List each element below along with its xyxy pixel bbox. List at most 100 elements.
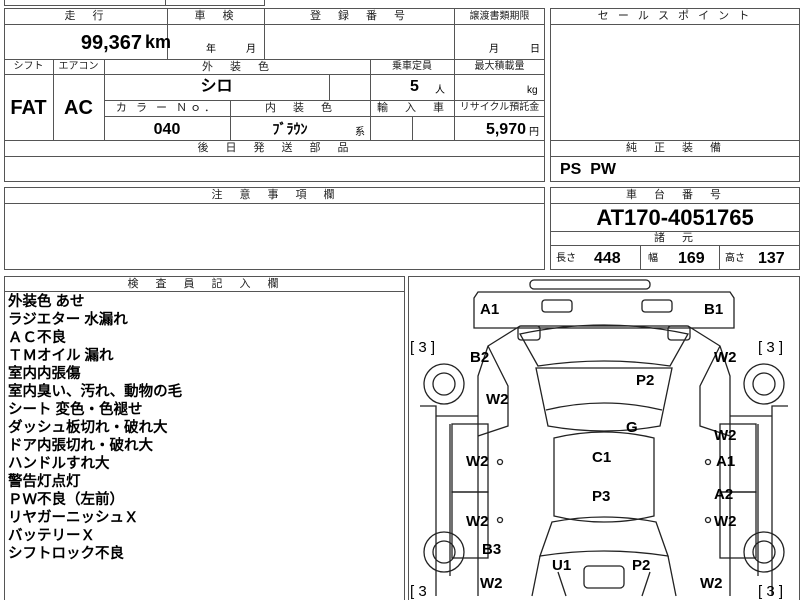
label-w2-bottom-left: W2 (480, 575, 503, 592)
chassis-header: 車 台 番 号 (626, 189, 724, 201)
row-line-3 (4, 74, 545, 75)
note-item: バッテリーＸ (8, 528, 95, 544)
specs-col-1 (640, 245, 641, 270)
label-p2-upper: P2 (636, 372, 655, 389)
label-g: G (626, 419, 638, 436)
sales-point-box (550, 8, 800, 141)
label-w2-left-door: W2 (466, 453, 489, 470)
specs-width-value: 169 (678, 250, 705, 267)
chassis-line-3 (550, 245, 800, 246)
shift-value: FAT (10, 97, 47, 119)
row-line-1 (4, 24, 545, 25)
chassis-value: AT170-4051765 (596, 205, 754, 230)
bracket-right-upper: [ 3 ] (758, 339, 784, 356)
note-item: ドア内張切れ・破れ大 (8, 438, 153, 454)
interior-color-suffix: 系 (355, 127, 365, 138)
label-w2-right-mid: W2 (714, 427, 737, 444)
genuine-equipment-value: PS PW (560, 161, 617, 178)
specs-length-label: 長さ (556, 253, 576, 264)
label-w2-left-rear: W2 (466, 513, 489, 530)
car-outline-diagram (420, 279, 788, 597)
max-load-header: 最大積載量 (474, 61, 525, 72)
import-car-header: 輸 入 車 (377, 102, 447, 114)
mileage-header: 走 行 (64, 10, 107, 22)
label-c1: C1 (592, 449, 612, 466)
row-line-4 (104, 100, 545, 101)
exterior-color-header: 外 装 色 (202, 61, 272, 73)
note-item: ＡＣ不良 (8, 330, 66, 346)
note-item: シフトロック不良 (8, 546, 124, 562)
label-a1-top: A1 (480, 301, 500, 318)
specs-height-value: 137 (758, 250, 785, 267)
note-item: リヤガーニッシュＸ (8, 510, 139, 526)
note-item: 外装色 あせ (8, 294, 85, 310)
note-item: ＴＭオイル 漏れ (8, 348, 114, 364)
specs-length-value: 448 (594, 250, 621, 267)
genuine-equipment-header: 純 正 装 備 (626, 142, 724, 154)
note-item: ラジエター 水漏れ (8, 312, 128, 328)
col-line-color-b (329, 74, 330, 100)
recycle-fee-unit: 円 (529, 127, 539, 138)
later-parts-box (4, 140, 545, 182)
sales-point-header: セ ー ル ス ポ イ ン ト (597, 10, 753, 22)
note-item: 室内臭い、汚れ、動物の毛 (8, 384, 183, 400)
interior-color-value: ﾌﾞﾗｳﾝ (272, 121, 308, 137)
label-w2-upper-right: W2 (714, 349, 737, 366)
caution-header: 注 意 事 項 欄 (211, 189, 338, 201)
note-item: 警告灯点灯 (8, 474, 81, 490)
note-item: ハンドルすれ大 (8, 456, 110, 472)
col-line-registration (454, 8, 455, 60)
registration-header: 登 録 番 号 (310, 10, 408, 22)
mileage-value: 99,367 (80, 32, 142, 54)
col-line-inspection (264, 8, 265, 60)
label-p3: P3 (592, 488, 611, 505)
sales-point-line (550, 24, 800, 25)
note-item: シート 変色・色褪せ (8, 402, 143, 418)
inspection-header: 車 検 (194, 10, 237, 22)
label-b2: B2 (470, 349, 490, 366)
col-line-shift (53, 59, 54, 141)
interior-color-header: 内 装 色 (265, 102, 335, 114)
label-w2-left-mid: W2 (486, 391, 509, 408)
label-a2-right: A2 (714, 486, 734, 503)
color-no-value: 040 (153, 121, 181, 138)
label-a1-right: A1 (716, 453, 736, 470)
chassis-line-1 (550, 203, 800, 204)
specs-header: 諸 元 (654, 232, 696, 244)
recycle-fee-value: 5,970 (485, 121, 526, 138)
aircon-header: エアコン (58, 61, 99, 72)
shift-header: シフト (13, 61, 44, 72)
later-parts-line (4, 156, 545, 157)
deadline-day-unit: 日 (530, 44, 540, 55)
bracket-right-lower: [ 3 ] (758, 583, 784, 600)
caution-box (4, 187, 545, 270)
color-no-header: カ ラ ー Ｎｏ． (115, 102, 219, 114)
label-w2-right-rear: W2 (714, 513, 737, 530)
col-line-color-a (230, 100, 231, 141)
top-strip-mid (165, 0, 265, 6)
max-load-unit: kg (527, 85, 538, 96)
label-b3: B3 (482, 541, 502, 558)
top-strip-left (4, 0, 166, 6)
row-line-5 (104, 116, 545, 117)
caution-line (4, 203, 545, 204)
inspector-header: 検 査 員 記 入 欄 (127, 278, 282, 290)
col-line-import-split (412, 116, 413, 141)
mileage-unit: km (145, 32, 172, 52)
label-w2-bottom-right: W2 (700, 575, 723, 592)
label-u1: U1 (552, 557, 572, 574)
capacity-value: 5 (410, 78, 419, 95)
label-b1-top: B1 (704, 301, 724, 318)
genuine-equipment-line (550, 156, 800, 157)
exterior-color-value: シロ (200, 78, 233, 95)
label-p2-lower: P2 (632, 557, 651, 574)
inspection-year-unit: 年 (206, 44, 216, 55)
recycle-fee-header: リサイクル預託金 (459, 102, 540, 113)
later-parts-header: 後 日 発 送 部 品 (197, 142, 352, 154)
diagram-labels: A1 B1 [ 3 ] [ 3 ] B2 W2 P2 W2 G W2 C1 W2… (408, 276, 800, 600)
inspector-box (4, 276, 405, 600)
bracket-left-upper: [ 3 ] (410, 339, 436, 356)
chassis-line-2 (550, 231, 800, 232)
transfer-deadline-header: 譲渡書類期限 (469, 11, 530, 22)
note-item: 室内内張傷 (8, 366, 81, 382)
